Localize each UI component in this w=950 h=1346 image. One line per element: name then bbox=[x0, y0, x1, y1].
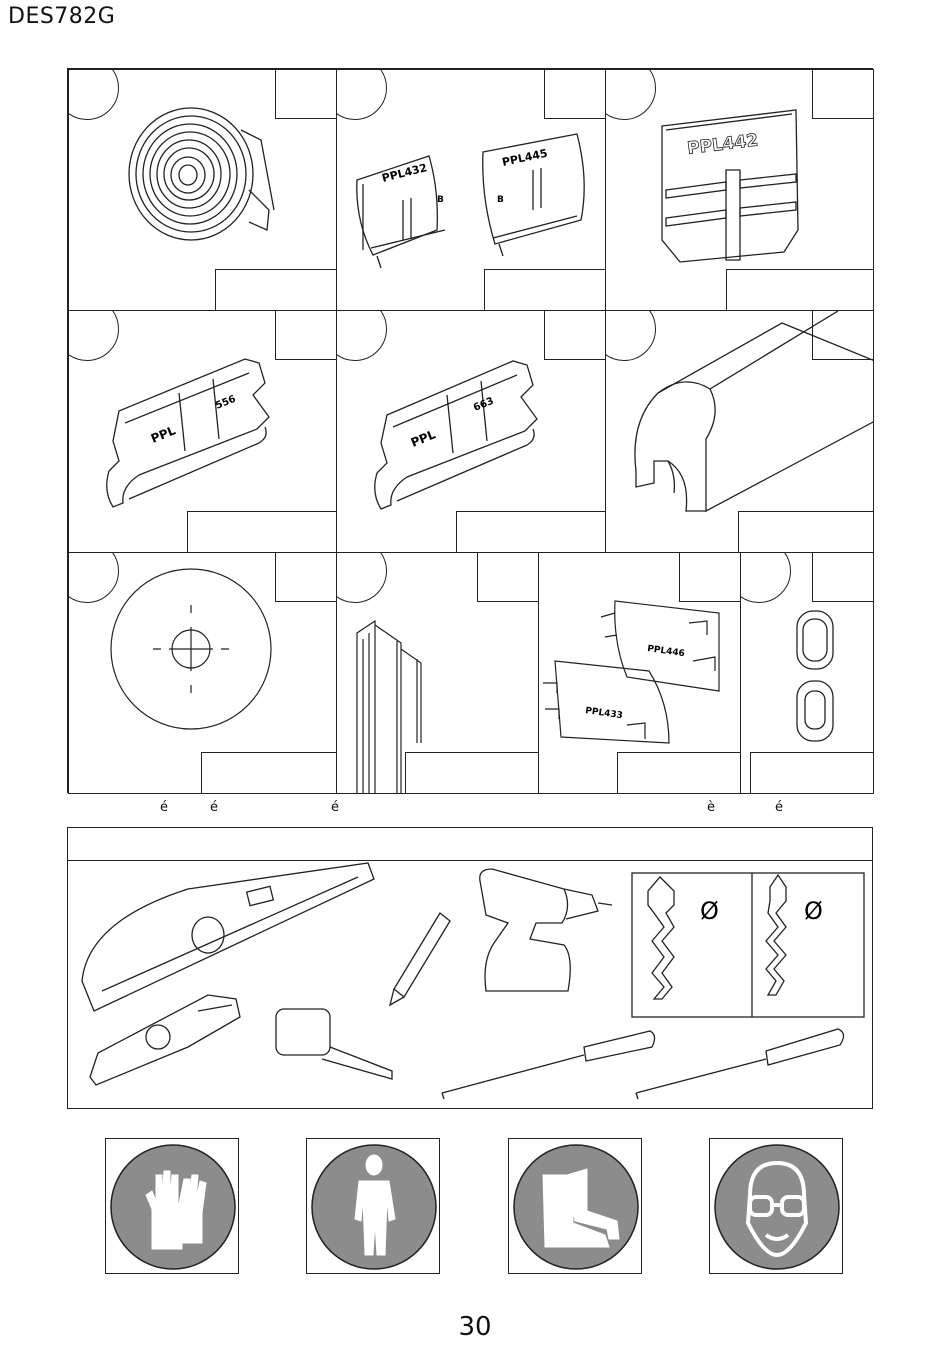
gloves-icon bbox=[106, 1139, 240, 1275]
drill-bits-box bbox=[632, 873, 864, 1017]
safety-boots-icon bbox=[509, 1139, 643, 1275]
part-mark: B bbox=[497, 195, 504, 205]
part-code-label: PPL433 bbox=[585, 706, 624, 721]
accent-mark: é bbox=[331, 800, 339, 815]
tools-header bbox=[68, 828, 872, 861]
phillips-screwdriver-icon bbox=[636, 1029, 844, 1099]
part-cell-ppl432-ppl445: PPL432 PPL445 B B bbox=[336, 69, 606, 311]
accent-mark: é bbox=[210, 800, 218, 815]
diameter-symbol: Ø bbox=[804, 897, 823, 925]
part-label-box bbox=[750, 752, 874, 794]
wood-bit-icon bbox=[766, 875, 786, 995]
spirit-level-icon bbox=[82, 863, 374, 1011]
part-label-box bbox=[187, 511, 337, 553]
part-label-box bbox=[726, 269, 874, 311]
part-code-label: PPL bbox=[149, 423, 178, 446]
part-code-label: PPL bbox=[409, 427, 438, 450]
accent-mark: è bbox=[707, 800, 715, 815]
safety-glasses-icon bbox=[710, 1139, 844, 1275]
part-cell-ppl446-ppl433: PPL446 PPL433 bbox=[538, 552, 741, 794]
part-cell-ppl442: PPL442 bbox=[605, 69, 874, 311]
part-cell-caps bbox=[740, 552, 874, 794]
part-cell-ppl663: PPL 663 bbox=[336, 310, 606, 553]
pencil-icon bbox=[390, 913, 450, 1005]
part-mark: B bbox=[437, 195, 444, 205]
part-label-box bbox=[201, 752, 337, 794]
tape-measure-icon bbox=[276, 1009, 392, 1079]
utility-knife-icon bbox=[90, 995, 240, 1085]
part-code-label: PPL442 bbox=[686, 130, 759, 159]
part-code-label: PPL446 bbox=[647, 644, 686, 659]
part-label-box bbox=[405, 752, 539, 794]
part-code-label: 556 bbox=[214, 394, 238, 412]
part-label-box bbox=[215, 269, 337, 311]
page-number: 30 bbox=[0, 1312, 950, 1342]
cordless-drill-icon bbox=[480, 869, 612, 991]
tools-drawing: Ø Ø bbox=[68, 861, 874, 1109]
part-cell-seal-roll bbox=[68, 69, 337, 311]
part-code-label: PPL445 bbox=[501, 147, 549, 169]
masonry-bit-icon bbox=[648, 877, 674, 999]
flat-screwdriver-icon bbox=[442, 1031, 655, 1099]
ppe-safety-boots bbox=[508, 1138, 642, 1274]
part-cell-profile bbox=[605, 310, 874, 553]
protective-suit-icon bbox=[307, 1139, 441, 1275]
accent-mark: é bbox=[775, 800, 783, 815]
part-cell-wall-profile bbox=[336, 552, 539, 794]
part-cell-ppl556: PPL 556 bbox=[68, 310, 337, 553]
part-cell-disc bbox=[68, 552, 337, 794]
diameter-symbol: Ø bbox=[700, 897, 719, 925]
model-code: DES782G bbox=[8, 4, 115, 29]
part-label-box bbox=[617, 752, 741, 794]
ppe-gloves bbox=[105, 1138, 239, 1274]
part-label-box bbox=[738, 511, 874, 553]
tools-panel: Ø Ø bbox=[67, 827, 873, 1109]
part-label-box bbox=[456, 511, 606, 553]
ppe-protective-suit bbox=[306, 1138, 440, 1274]
part-label-box bbox=[484, 269, 606, 311]
parts-grid: PPL432 PPL445 B B PPL442 bbox=[67, 68, 873, 793]
ppe-safety-glasses bbox=[709, 1138, 843, 1274]
accent-mark: é bbox=[160, 800, 168, 815]
